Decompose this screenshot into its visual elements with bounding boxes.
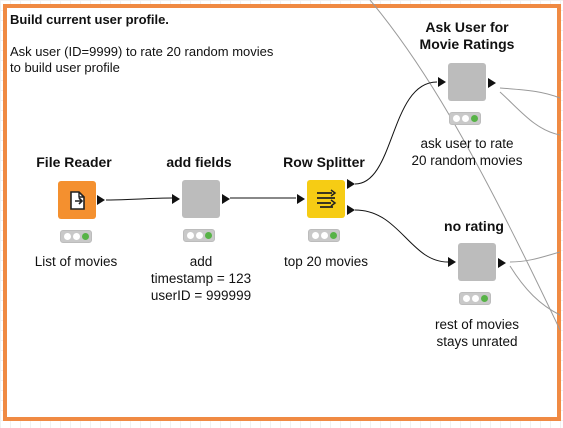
status-green-light [481,295,488,302]
connection-row-splitter-to-ask-user [354,81,438,185]
no-rating-label[interactable]: rest of movies stays unrated [434,317,520,349]
row-splitter-node[interactable] [307,180,345,218]
file-reader-label[interactable]: List of movies [34,254,118,269]
annotation-text: Build current user profile. Ask user (ID… [10,12,370,76]
add-fields-label[interactable]: add timestamp = 123 userID = 999999 [150,254,252,303]
no-rating-in-port[interactable] [448,257,456,267]
file-reader-status [60,230,92,243]
row-splitter-in-port[interactable] [297,194,305,204]
annotation-title: Build current user profile. [10,12,169,27]
background-wire [509,251,561,263]
add-fields-in-port[interactable] [172,194,180,204]
row-splitter-label[interactable]: top 20 movies [283,254,369,269]
status-green-light [330,232,337,239]
status-green-light [82,233,89,240]
ask-user-label[interactable]: ask user to rate 20 random movies [411,136,523,168]
ask-user-title: Ask User for Movie Ratings [419,19,515,52]
ask-user-out-port[interactable] [488,78,496,88]
file-reader-node[interactable] [58,181,96,219]
background-wire [499,87,561,99]
annotation-body: Ask user (ID=9999) to rate 20 random mov… [10,44,274,75]
no-rating-out-port[interactable] [498,258,506,268]
ask-user-status [449,112,481,125]
add-fields-node[interactable] [182,180,220,218]
row-splitter-icon [317,189,337,208]
background-wire [499,91,561,136]
connection-row-splitter-to-no-rating [354,209,449,263]
row-splitter-status [308,229,340,242]
file-reader-icon [70,191,85,210]
status-green-light [471,115,478,122]
add-fields-status [183,229,215,242]
ask-user-node[interactable] [448,63,486,101]
file-reader-title: File Reader [36,154,112,170]
row-splitter-top-out-port[interactable] [347,179,355,189]
file-reader-out-port[interactable] [97,195,105,205]
row-splitter-title: Row Splitter [283,154,365,170]
add-fields-title: add fields [166,154,232,170]
no-rating-node[interactable] [458,243,496,281]
row-splitter-bottom-out-port[interactable] [347,205,355,215]
no-rating-title: no rating [444,218,504,234]
ask-user-in-port[interactable] [438,77,446,87]
background-wire [509,265,561,316]
connection-file-reader-to-add-fields [105,197,173,201]
add-fields-out-port[interactable] [222,194,230,204]
no-rating-status [459,292,491,305]
status-green-light [205,232,212,239]
